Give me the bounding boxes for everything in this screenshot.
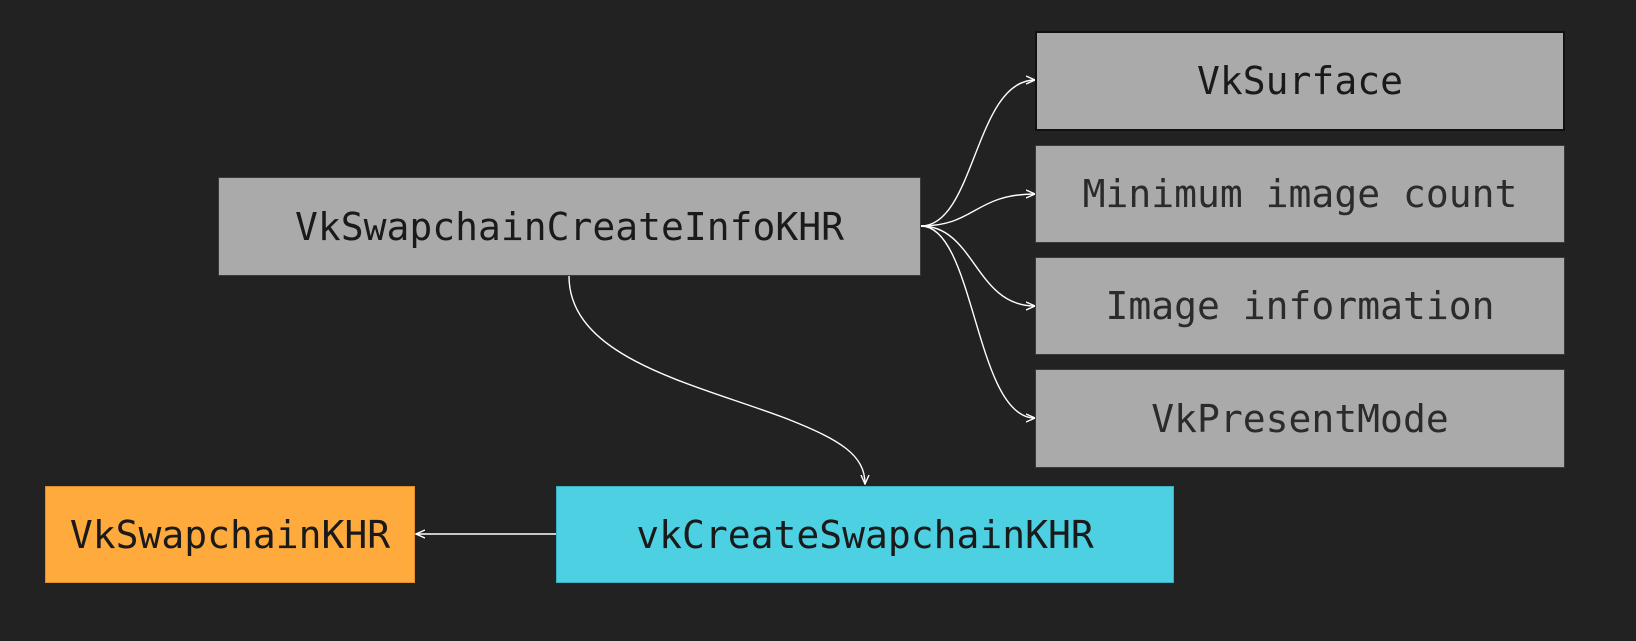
- node-image-information-label: Image information: [1105, 284, 1495, 328]
- node-vk-surface-label: VkSurface: [1197, 59, 1403, 103]
- node-swapchain-create-info: VkSwapchainCreateInfoKHR: [218, 177, 921, 276]
- node-minimum-image-count: Minimum image count: [1035, 145, 1565, 243]
- node-vk-surface: VkSurface: [1035, 31, 1565, 131]
- node-image-information: Image information: [1035, 257, 1565, 355]
- node-vk-create-swapchain: vkCreateSwapchainKHR: [556, 486, 1174, 583]
- node-vk-swapchain-khr-label: VkSwapchainKHR: [69, 512, 391, 557]
- edge-createinfo-to-surface: [920, 80, 1035, 227]
- node-minimum-image-count-label: Minimum image count: [1082, 172, 1518, 216]
- node-vk-swapchain-khr: VkSwapchainKHR: [45, 486, 415, 583]
- node-swapchain-create-info-label: VkSwapchainCreateInfoKHR: [294, 204, 845, 249]
- edge-createinfo-to-present-mode: [920, 225, 1035, 418]
- edge-createinfo-to-image-information: [920, 225, 1035, 306]
- node-vk-present-mode: VkPresentMode: [1035, 369, 1565, 468]
- edge-createinfo-to-create-function: [568, 275, 865, 484]
- node-vk-present-mode-label: VkPresentMode: [1151, 396, 1449, 441]
- node-vk-create-swapchain-label: vkCreateSwapchainKHR: [636, 512, 1094, 557]
- edge-createinfo-to-min-image-count: [920, 194, 1035, 227]
